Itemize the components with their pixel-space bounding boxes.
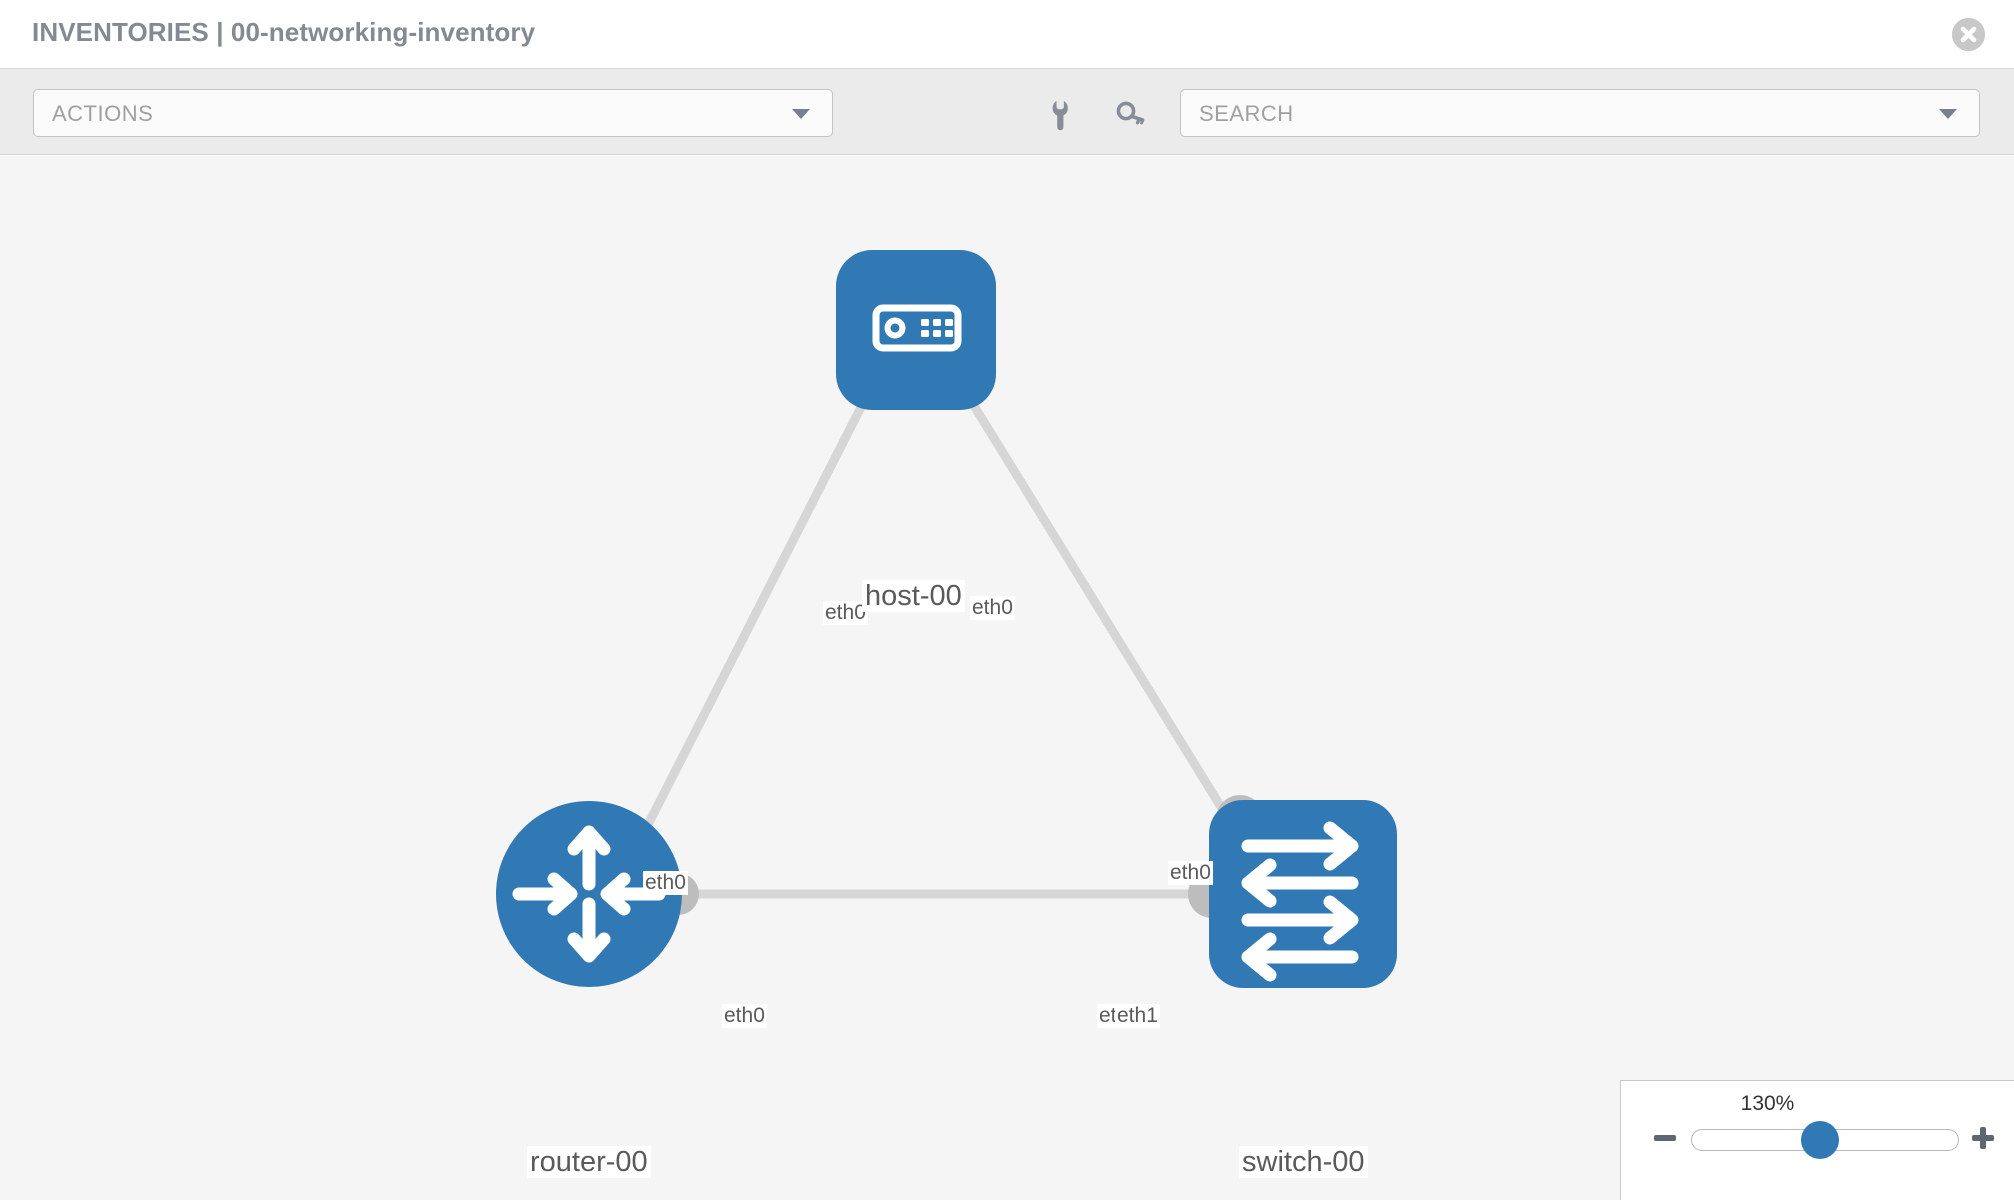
switch-00-label: switch-00 — [1239, 1146, 1368, 1179]
switch-arrows-icon — [1241, 821, 1359, 982]
search-input[interactable]: SEARCH — [1180, 89, 1980, 137]
toolbar: ACTIONS SEARCH — [0, 69, 2014, 155]
page-title: INVENTORIES | 00-networking-inventory — [32, 17, 536, 47]
topology-graph — [496, 250, 1397, 988]
zoom-slider-thumb[interactable] — [1801, 1121, 1839, 1159]
host-00-label: host-00 — [862, 580, 965, 613]
topology-links — [627, 367, 1249, 899]
chevron-down-icon — [792, 109, 810, 119]
node-router-00 — [496, 801, 682, 987]
actions-dropdown-label: ACTIONS — [52, 101, 154, 126]
topology-canvas[interactable]: eth0 eth0 eth0 eth0 eth0 eth0 eth1 host-… — [0, 156, 2014, 1200]
chevron-down-icon — [1939, 109, 1957, 119]
close-icon[interactable] — [1952, 18, 1985, 51]
edge-label-switch-up-eth0: eth0 — [1168, 861, 1213, 886]
search-placeholder: SEARCH — [1199, 101, 1294, 126]
node-switch-00 — [1209, 800, 1397, 988]
zoom-level-value: 130% — [1740, 1092, 1795, 1115]
page-header: INVENTORIES | 00-networking-inventory — [0, 0, 2014, 69]
edge-label-host-right-eth0: eth0 — [970, 596, 1015, 621]
edge-label-switch-left-eth1: eth1 — [1115, 1004, 1160, 1029]
actions-dropdown[interactable]: ACTIONS — [33, 89, 833, 137]
edge-label-host-left-eth0: eth0 — [823, 601, 868, 626]
link-host-router — [627, 367, 885, 859]
server-icon — [872, 304, 962, 352]
key-icon[interactable] — [1111, 94, 1151, 134]
wrench-icon[interactable] — [1043, 94, 1083, 134]
minus-icon[interactable] — [1651, 1124, 1679, 1152]
node-host-00 — [836, 250, 996, 410]
link-host-switch — [948, 367, 1249, 849]
plus-icon[interactable] — [1969, 1124, 1997, 1152]
zoom-control-panel: 130% — [1620, 1080, 2014, 1200]
router-00-label: router-00 — [527, 1146, 651, 1179]
edge-label-router-right-eth0: eth0 — [722, 1004, 767, 1029]
edge-label-router-up-eth0: eth0 — [643, 871, 688, 896]
